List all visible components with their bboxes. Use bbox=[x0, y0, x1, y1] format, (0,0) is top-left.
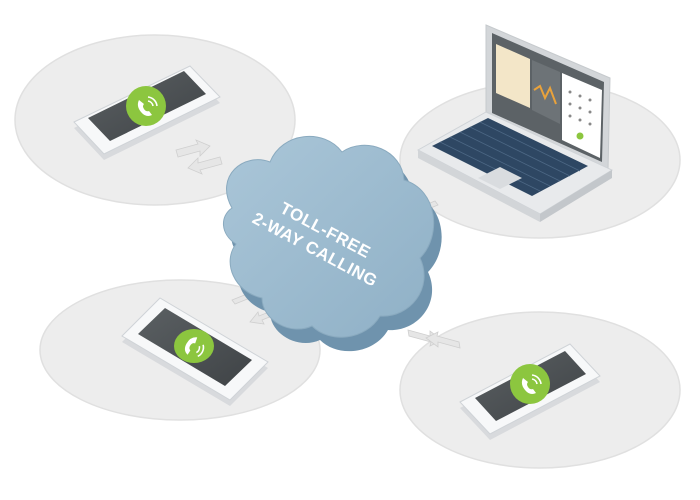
phone-top-left bbox=[73, 65, 221, 160]
arrows-top-left bbox=[175, 139, 223, 175]
phone-call-icon bbox=[521, 374, 542, 394]
softphone-dialer-icon bbox=[568, 90, 592, 140]
phone-bottom-right bbox=[459, 343, 601, 440]
call-button-bottom-left bbox=[174, 329, 214, 363]
arrows-bottom-right bbox=[407, 329, 461, 349]
laptop-touchpad bbox=[478, 167, 522, 189]
call-button-bottom-right bbox=[510, 364, 550, 404]
phone-bottom-left bbox=[121, 297, 269, 406]
call-button-top-left bbox=[126, 86, 166, 126]
toll-free-cloud: TOLL-FREE 2-WAY CALLING bbox=[223, 135, 442, 352]
laptop-top-right bbox=[416, 24, 614, 222]
phone-call-icon bbox=[184, 337, 205, 358]
phone-call-icon bbox=[137, 96, 158, 116]
